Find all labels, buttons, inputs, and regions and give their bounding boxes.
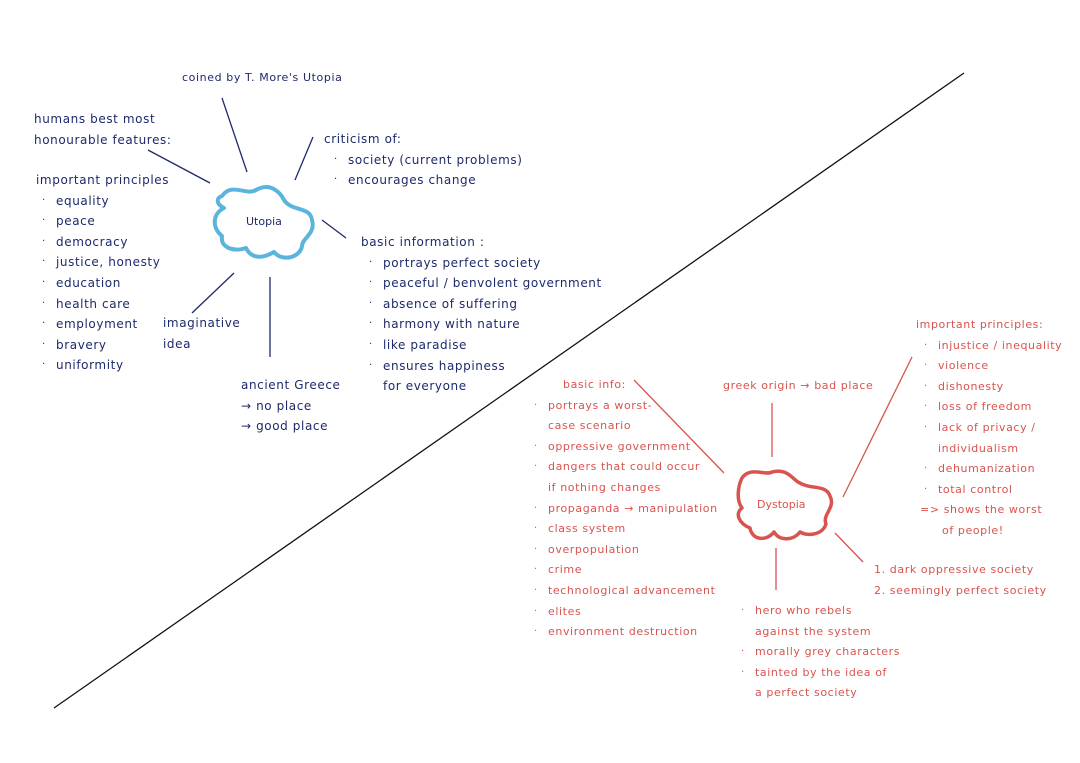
features-line: humans best most xyxy=(34,112,156,126)
list-item: ·loss of freedom xyxy=(924,400,1032,414)
utopia-features: humans best most honourable features: xyxy=(34,109,172,150)
list-item: ·total control xyxy=(924,482,1013,496)
list-item: ·technological advancement xyxy=(534,583,716,597)
list-item: ·environment destruction xyxy=(534,625,698,639)
list-item: ·dishonesty xyxy=(924,379,1004,393)
list-item: ·oppressive government xyxy=(534,439,691,453)
list-item: ·education xyxy=(42,275,121,290)
list-item: ·harmony with nature xyxy=(369,317,521,332)
basic-title: basic information : xyxy=(361,235,485,249)
utopia-blob xyxy=(212,185,315,260)
list-item: ·violence xyxy=(924,359,989,373)
greece-item: → good place xyxy=(241,419,329,434)
greece-title: ancient Greece xyxy=(241,378,341,392)
dystopia-basic: basic info: ·portrays a worst- case scen… xyxy=(534,375,718,643)
list-item: ·absence of suffering xyxy=(369,296,518,311)
dystopia-origin: greek origin → bad place xyxy=(723,379,874,392)
connector-dys-principles xyxy=(842,356,913,498)
dystopia-types: 1. dark oppressive society 2. seemingly … xyxy=(874,560,1047,601)
list-item: ·like paradise xyxy=(369,337,468,352)
dys-principles-title: important principles: xyxy=(916,318,1044,331)
dystopia-center-label: Dystopia xyxy=(757,498,806,511)
list-item: ·crime xyxy=(534,563,583,577)
utopia-coined: coined by T. More's Utopia xyxy=(182,71,343,84)
list-item: ·peaceful / benvolent government xyxy=(369,276,602,291)
utopia-center-label: Utopia xyxy=(246,215,282,228)
list-item: ·hero who rebels xyxy=(741,604,853,617)
list-continuation: individualism xyxy=(938,441,1019,455)
utopia-greece: ancient Greece → no place → good place xyxy=(241,375,341,437)
list-item: ·peace xyxy=(42,214,96,229)
list-item: ·portrays a worst- xyxy=(534,398,653,412)
connector-coined xyxy=(221,97,248,173)
dys-basic-title: basic info: xyxy=(563,378,626,391)
list-item: ·injustice / inequality xyxy=(924,338,1063,352)
connector-imaginative xyxy=(191,272,235,314)
list-item: ·employment xyxy=(42,317,138,332)
criticism-title: criticism of: xyxy=(324,132,402,146)
list-item: ·justice, honesty xyxy=(42,255,161,270)
imaginative-line: idea xyxy=(163,336,192,351)
list-item: ·elites xyxy=(534,604,582,618)
principles-conclusion: => shows the worst xyxy=(920,503,1043,517)
list-item: ·dangers that could occur xyxy=(534,460,701,474)
list-continuation: against the system xyxy=(755,624,872,638)
principles-conclusion: of people! xyxy=(942,523,1004,537)
utopia-imaginative: imaginative idea xyxy=(163,313,240,354)
diagonal-divider xyxy=(53,72,965,709)
basic-tail: for everyone xyxy=(383,379,467,394)
dystopia-principles: important principles: ·injustice / inequ… xyxy=(916,315,1062,542)
list-continuation: case scenario xyxy=(548,419,632,433)
list-item: ·dehumanization xyxy=(924,462,1036,476)
connector-features xyxy=(147,149,211,184)
list-item: ·propaganda → manipulation xyxy=(534,501,718,515)
list-continuation: a perfect society xyxy=(755,686,858,700)
list-item: ·lack of privacy / xyxy=(924,420,1036,434)
list-item: ·tainted by the idea of xyxy=(741,665,888,679)
list-item: ·portrays perfect society xyxy=(369,255,541,270)
list-item: ·equality xyxy=(42,193,110,208)
connector-basic xyxy=(321,219,347,239)
type-item: 2. seemingly perfect society xyxy=(874,583,1047,597)
dystopia-characters: ·hero who rebels against the system ·mor… xyxy=(741,601,901,704)
imaginative-line: imaginative xyxy=(163,316,241,330)
utopia-principles: important principles ·equality ·peace ·d… xyxy=(36,170,169,376)
utopia-basic: basic information : ·portrays perfect so… xyxy=(361,232,602,397)
dystopia-blob xyxy=(736,469,834,541)
utopia-criticism: criticism of: ·society (current problems… xyxy=(324,129,523,191)
greece-item: → no place xyxy=(241,398,312,413)
list-item: ·bravery xyxy=(42,337,107,352)
principles-title: important principles xyxy=(36,173,170,187)
connector-dys-basic xyxy=(633,379,725,474)
list-item: ·ensures happiness xyxy=(369,358,506,373)
list-item: ·encourages change xyxy=(334,173,477,188)
connector-criticism xyxy=(294,136,314,181)
list-continuation: if nothing changes xyxy=(548,480,661,494)
list-item: ·society (current problems) xyxy=(334,152,523,167)
list-item: ·democracy xyxy=(42,234,129,249)
list-item: ·uniformity xyxy=(42,358,124,373)
list-item: ·health care xyxy=(42,296,131,311)
connector-dys-types xyxy=(834,532,864,563)
type-item: 1. dark oppressive society xyxy=(874,563,1034,576)
features-line: honourable features: xyxy=(34,132,172,147)
list-item: ·overpopulation xyxy=(534,542,640,556)
list-item: ·morally grey characters xyxy=(741,645,901,659)
list-item: ·class system xyxy=(534,522,626,536)
